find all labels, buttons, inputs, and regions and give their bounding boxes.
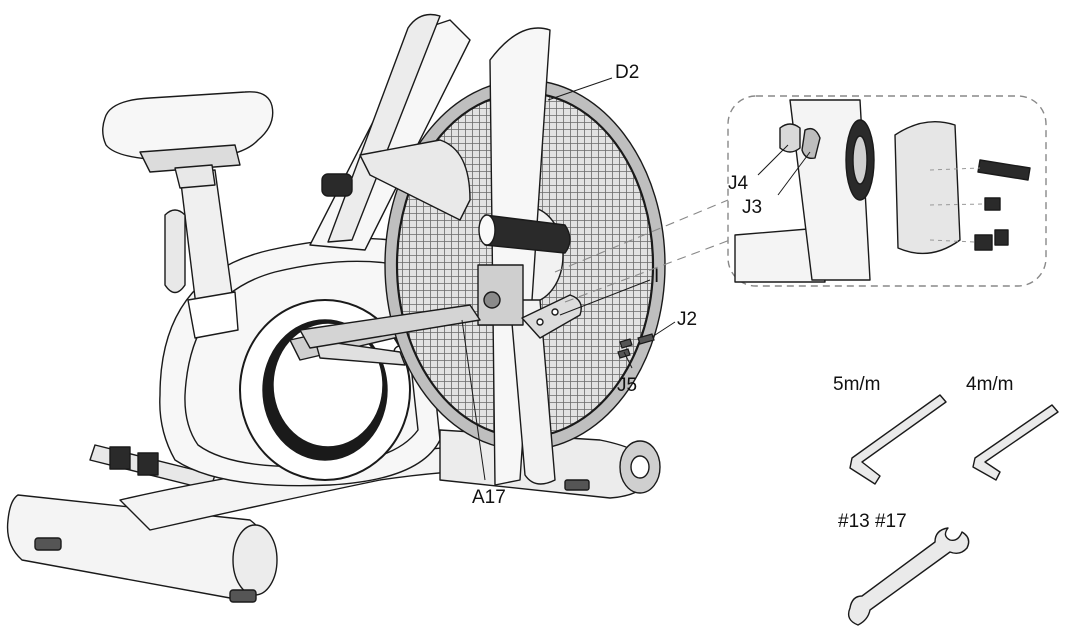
- label-j3: J3: [742, 197, 763, 218]
- bracket-i: [521, 294, 582, 339]
- inset-guide-1: [929, 167, 981, 171]
- leader-j2: [651, 321, 676, 338]
- pedal-arm: [314, 339, 406, 366]
- handle-grip-end: [478, 214, 496, 246]
- label-d2: D2: [615, 62, 640, 83]
- leader-lines: [461, 77, 811, 481]
- upright-rear: [327, 13, 441, 243]
- leader-j5: [623, 351, 633, 369]
- bolt-j2: [637, 333, 655, 345]
- leader-d2: [547, 77, 613, 101]
- callout-lines: [554, 199, 731, 303]
- inset-bolt-pair-1: [974, 234, 993, 251]
- front-stabilizer-cap: [232, 524, 278, 596]
- leader-j3: [777, 151, 811, 196]
- seat-post-collar: [187, 291, 239, 339]
- label-allen-4mm: 4m/m: [966, 374, 1014, 395]
- seat-knob: [164, 209, 186, 294]
- leader-i: [559, 279, 651, 316]
- handlebar: [299, 27, 582, 486]
- bracket-plate: [477, 264, 524, 326]
- handle-arm-lower: [509, 299, 556, 485]
- front-foot-right: [229, 589, 257, 603]
- label-i: I: [654, 266, 660, 287]
- screw-j5-a: [619, 338, 633, 349]
- saddle-base: [139, 144, 241, 173]
- label-allen-5mm: 5m/m: [833, 374, 881, 395]
- open-wrench: [847, 527, 970, 626]
- rear-foot: [564, 479, 590, 491]
- frame-arm-a17: [299, 304, 481, 349]
- inset-guide-2: [929, 203, 986, 206]
- allen-key-5mm: [849, 394, 947, 485]
- bracket-bolt: [483, 291, 501, 309]
- bracket-i-hole-2: [536, 318, 544, 326]
- leader-j4: [757, 144, 789, 176]
- tools: [847, 394, 1059, 626]
- label-j2: J2: [677, 309, 698, 330]
- label-a17: A17: [472, 487, 506, 508]
- inset-nut-j4: [779, 123, 801, 153]
- allen-key-4mm: [972, 404, 1059, 481]
- inset-frame: [727, 95, 1047, 287]
- shroud-inner: [184, 260, 419, 468]
- screws: [617, 333, 655, 359]
- foot-peg-grip-2: [137, 452, 159, 476]
- inset-frame-arm: [734, 227, 826, 283]
- inset-bolt-pair-2: [994, 229, 1009, 246]
- handle-arm-upper: [359, 139, 471, 221]
- inset-plate: [894, 120, 961, 255]
- handle-grip-rear: [321, 173, 353, 197]
- detail-inset: [727, 95, 1047, 287]
- screw-j5-b: [617, 348, 631, 359]
- label-j5: J5: [617, 375, 638, 396]
- label-j4: J4: [728, 173, 749, 194]
- callout-line-upper: [554, 199, 729, 273]
- leader-a17: [461, 319, 486, 481]
- inset-bolt-long: [977, 159, 1031, 181]
- label-wrench: #13 #17: [838, 511, 907, 532]
- inset-bolt-short: [984, 197, 1001, 211]
- inset-washer-j3: [801, 127, 821, 160]
- front-foot-left: [34, 537, 62, 551]
- rear-wheel-hub: [630, 455, 650, 479]
- saddle: [102, 91, 274, 161]
- foot-peg-grip-1: [109, 446, 131, 470]
- bracket-i-hole-1: [551, 308, 559, 316]
- saddle-mount: [174, 164, 216, 189]
- inset-hub-inner: [852, 135, 868, 185]
